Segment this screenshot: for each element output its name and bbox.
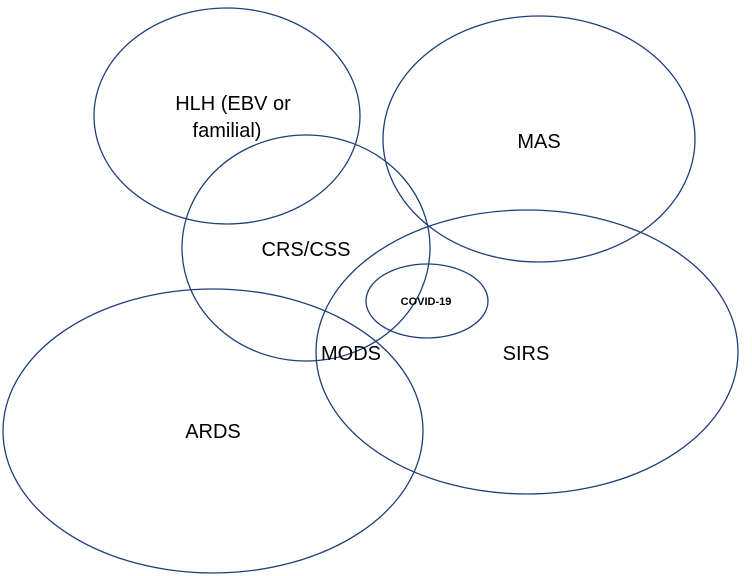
sirs-ellipse [315,209,739,495]
covid-label: COVID-19 [401,296,452,308]
hlh-ellipse [93,7,361,225]
sirs-label: SIRS [503,343,550,365]
ards-ellipse [2,288,424,574]
crs-css-ellipse [181,134,431,362]
ards-label: ARDS [185,421,241,443]
covid-ellipse [365,263,489,339]
mas-label: MAS [517,131,560,153]
mods-label: MODS [321,343,381,365]
hlh-label-line1: HLH (EBV or [175,93,291,115]
mas-ellipse [382,15,696,263]
crs-css-label: CRS/CSS [262,239,351,261]
hlh-label-line2: familial) [193,120,262,142]
